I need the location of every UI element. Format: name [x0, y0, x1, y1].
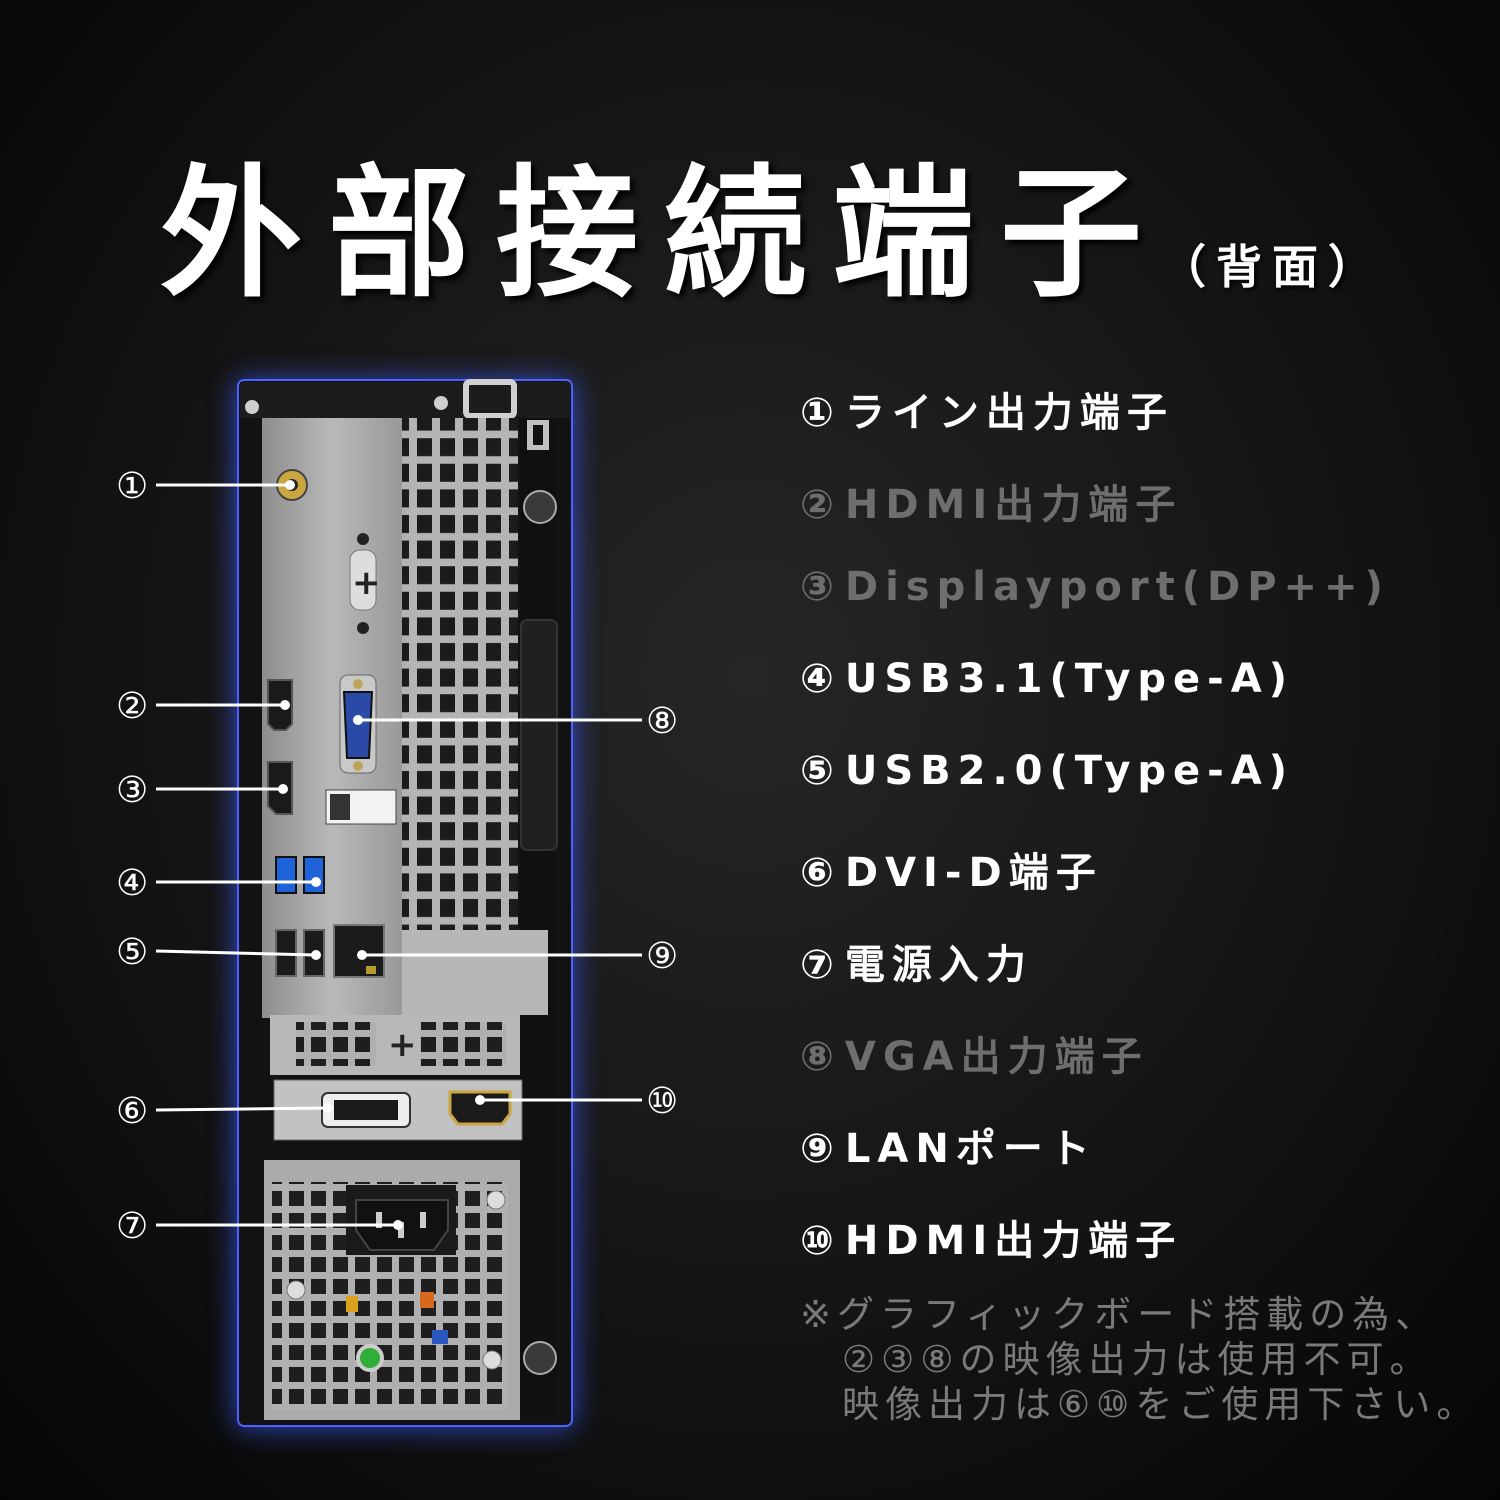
- callout-dot: [278, 784, 288, 794]
- footnote-line-2: ②③⑧の映像出力は使用不可。: [842, 1338, 1433, 1381]
- service-tag-barcode: [330, 794, 350, 820]
- port-label: LANポート: [844, 1126, 1097, 1172]
- title-block: 外部接続端子（背面）: [160, 118, 1384, 324]
- callout-dot: [280, 700, 290, 710]
- callout-label-10: ⑩: [646, 1081, 678, 1122]
- lock-loop: [463, 379, 517, 419]
- port-label: ライン出力端子: [844, 390, 1174, 436]
- inlet-pin: [376, 1212, 382, 1228]
- footnote-line-1: ※グラフィックボード搭載の為、: [800, 1293, 1439, 1336]
- port-label: HDMI出力端子: [844, 482, 1183, 528]
- vga-screw: [353, 679, 363, 689]
- psu-cable-yellow: [346, 1296, 358, 1312]
- port-number: ⑥: [800, 850, 841, 896]
- bracket-vent: [420, 1022, 506, 1066]
- port-label: Displayport(DP++): [844, 564, 1390, 610]
- port-label: VGA出力端子: [844, 1034, 1149, 1080]
- rim-screw: [434, 396, 448, 410]
- psu-screw: [482, 1350, 502, 1370]
- callout-dot: [323, 1103, 333, 1113]
- dvi-pins: [334, 1100, 398, 1120]
- callout-label-6: ⑥: [116, 1091, 148, 1132]
- page-subtitle: （背面）: [1160, 240, 1384, 294]
- bracket-vent: [296, 1022, 376, 1066]
- rim-screw: [245, 400, 259, 414]
- port-number: ⑨: [800, 1126, 841, 1172]
- port-number: ②: [800, 482, 841, 528]
- callout-label-2: ②: [116, 686, 148, 727]
- port-number: ④: [800, 656, 841, 702]
- psu-led: [356, 1344, 384, 1372]
- callout-dot: [393, 1220, 403, 1230]
- plus-glyph: +: [352, 563, 381, 603]
- callout-label-4: ④: [116, 863, 148, 904]
- port-number: ③: [800, 564, 841, 610]
- side-slot: [533, 425, 543, 445]
- port-number: ⑦: [800, 942, 841, 988]
- knockout-dot: [357, 533, 369, 545]
- callout-dot: [353, 715, 363, 725]
- callout-dot: [357, 950, 367, 960]
- footnote-line-3: 映像出力は⑥⑩をご使用下さい。: [842, 1383, 1480, 1426]
- rail-screw: [523, 490, 557, 524]
- port-label: HDMI出力端子: [844, 1218, 1183, 1264]
- footnote: ※グラフィックボード搭載の為、 ②③⑧の映像出力は使用不可。 映像出力は⑥⑩をご…: [800, 1292, 1479, 1427]
- callout-label-5: ⑤: [116, 932, 148, 973]
- callout-dot: [285, 480, 295, 490]
- port-label: USB3.1(Type-A): [844, 656, 1295, 702]
- port-label: DVI-D端子: [844, 850, 1103, 896]
- knockout-dot: [357, 622, 369, 634]
- side-rail: [520, 418, 556, 1416]
- inlet-pin: [420, 1212, 426, 1228]
- page-title: 外部接続端子: [160, 152, 1168, 317]
- knockout: [349, 549, 377, 611]
- main-vent-grill: [402, 418, 518, 968]
- callout-dot: [311, 950, 321, 960]
- callout-label-9: ⑨: [646, 936, 678, 977]
- port-number: ①: [800, 390, 841, 436]
- callout-lines: [155, 483, 642, 1227]
- callout-label-3: ③: [116, 770, 148, 811]
- callout-dot: [475, 1095, 485, 1105]
- psu-screw: [486, 1190, 506, 1210]
- rail-screw: [523, 1341, 557, 1375]
- lan-led: [366, 966, 376, 974]
- port-number: ⑩: [800, 1218, 841, 1264]
- port-number: ⑤: [800, 748, 841, 794]
- inlet-pin: [398, 1222, 404, 1238]
- callout-label-1: ①: [116, 466, 148, 507]
- callout-label-7: ⑦: [116, 1206, 148, 1247]
- callout-label-8: ⑧: [646, 701, 678, 742]
- port-label: 電源入力: [844, 942, 1033, 988]
- usb3-port: [303, 856, 325, 894]
- vent-surround: [402, 930, 548, 1015]
- plus-glyph: +: [388, 1025, 417, 1065]
- usb3-port: [275, 856, 297, 894]
- psu-cable-orange: [420, 1292, 434, 1308]
- callout-dot: [311, 877, 321, 887]
- vga-screw: [353, 761, 363, 771]
- psu-screw: [286, 1280, 306, 1300]
- port-label: USB2.0(Type-A): [844, 748, 1295, 794]
- psu-cable-blue: [432, 1330, 448, 1344]
- port-number: ⑧: [800, 1034, 841, 1080]
- rail-handle: [520, 619, 558, 851]
- tower-top-rim: [240, 382, 570, 418]
